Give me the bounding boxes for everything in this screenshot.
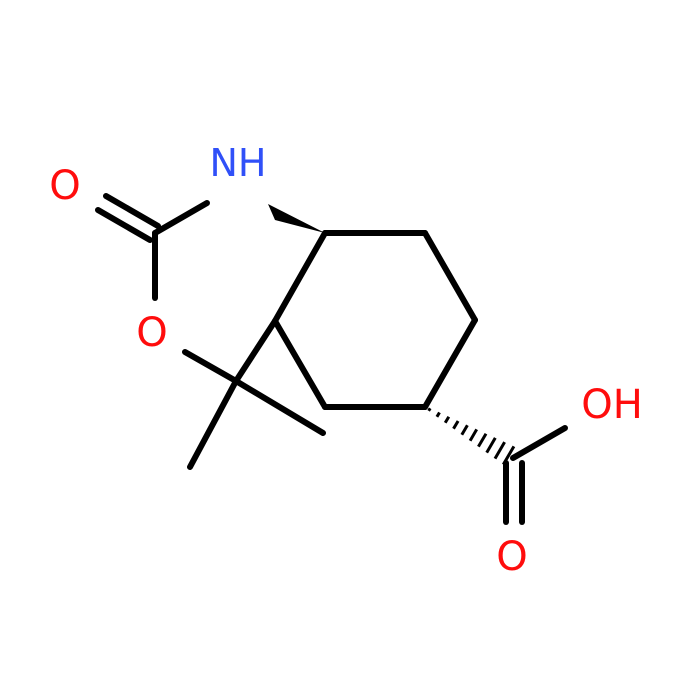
hash-stroke [452,420,460,430]
bond-ring-2 [422,230,478,323]
atom-label-hydroxyl: OH [581,382,643,428]
hash-stroke [427,407,432,412]
bond-carbonyl-n [152,200,210,236]
atom-label-ring-o: O [136,310,167,356]
bond-carbonyl-double-1 [95,207,153,243]
hash-stroke [435,411,441,418]
hash-stroke [468,428,478,442]
bond-ring-5 [272,318,328,410]
hash-stroke [493,441,506,460]
bond-methyl-2 [233,378,326,436]
bond-hash-ring-cooh [427,407,516,466]
bond-cooh-oh [510,425,568,461]
hash-stroke [460,424,469,436]
hash-stroke [443,415,451,424]
bond-oring-cq [182,349,239,384]
bond-methyl-1 [187,378,239,470]
bond-carbonyl-double-2 [103,193,161,229]
bond-ring-3 [422,317,478,410]
hash-stroke [477,432,488,448]
atom-label-carbonyl-o: O [49,163,80,209]
bond-wedge-ch-n [268,204,325,233]
bond-ring-6 [272,230,328,324]
hash-stroke [485,437,497,454]
atom-label-acid-o: O [496,534,527,580]
bond-bridge-cq [233,318,278,384]
atom-label-nh: NH [210,141,267,185]
